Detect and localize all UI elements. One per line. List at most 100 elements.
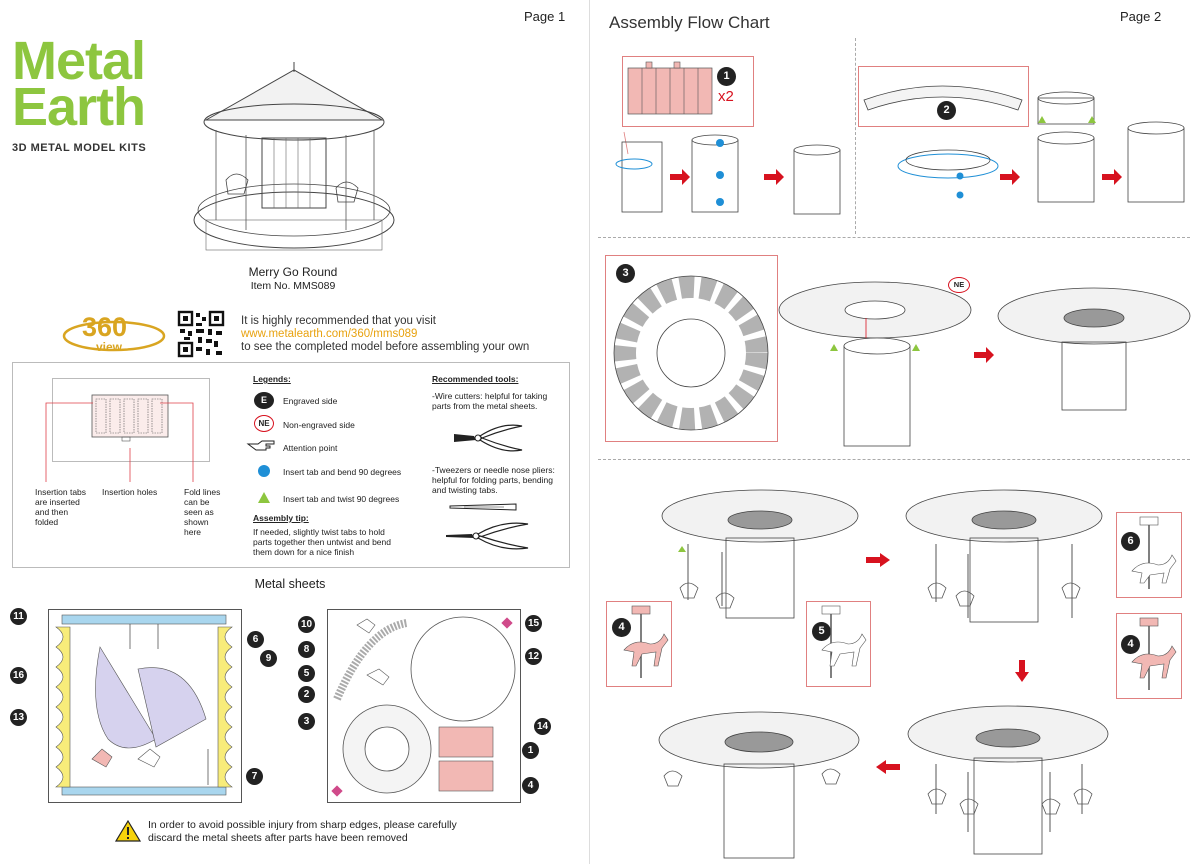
- step-6-carousel-drawing: [905, 489, 1103, 623]
- tool-wire-cutters-text: -Wire cutters: helpful for taking parts …: [432, 391, 548, 411]
- part-number-8: 8: [298, 641, 315, 658]
- tweezers-icon: [449, 503, 517, 511]
- tool-tweezers-text: -Tweezers or needle nose pliers: helpful…: [432, 465, 555, 495]
- part-number-9: 9: [260, 650, 277, 667]
- tools-title: Recommended tools:: [432, 374, 519, 384]
- page-divider: [589, 0, 590, 864]
- metal-sheet-1: [48, 609, 242, 803]
- legend-box: [12, 362, 570, 568]
- step-5-number: 5: [812, 622, 831, 641]
- visit-line-1: It is highly recommended that you visit: [241, 315, 436, 327]
- wire-cutters-icon: [454, 424, 523, 452]
- metal-sheet-2: [327, 609, 521, 803]
- non-engraved-side-icon: NE: [254, 415, 274, 432]
- callout-insertion-tabs: Insertion tabs are inserted and then fol…: [35, 487, 87, 527]
- step-1-part-box: [622, 56, 754, 127]
- metal-sheet-1-parts: [55, 614, 233, 796]
- view-360-ring-icon: [62, 320, 166, 352]
- blue-dot-icon: [258, 465, 270, 477]
- needle-nose-pliers-icon: [446, 522, 529, 550]
- part-number-15: 15: [525, 615, 542, 632]
- sample-part-frame: [52, 378, 210, 462]
- step-4-number-right: 4: [1121, 635, 1140, 654]
- view-360-number: 360: [82, 312, 128, 342]
- row-separator-1: [598, 237, 1190, 238]
- visit-instructions: It is highly recommended that you visit …: [241, 315, 566, 354]
- part-number-2: 2: [298, 686, 315, 703]
- assembly-tip-title: Assembly tip:: [253, 513, 309, 523]
- warning-line-1: In order to avoid possible injury from s…: [148, 819, 457, 831]
- part-number-12: 12: [525, 648, 542, 665]
- legend-non-engraved: Non-engraved side: [283, 420, 355, 430]
- pink-horse-icon-left: [623, 605, 669, 678]
- part-number-11: 11: [10, 608, 27, 625]
- step-1-part-icon: [627, 61, 713, 115]
- part-number-13: 13: [10, 709, 27, 726]
- visit-url-link[interactable]: www.metalearth.com/360/mms089: [241, 328, 418, 340]
- assembly-tip-text: If needed, slightly twist tabs to hold p…: [253, 527, 391, 557]
- part-number-7: 7: [246, 768, 263, 785]
- warning-icon: [114, 819, 142, 842]
- part-number-10: 10: [298, 616, 315, 633]
- pointing-hand-icon: [246, 440, 275, 451]
- step-1-multiplier: x2: [718, 88, 734, 105]
- visit-line-3: to see the completed model before assemb…: [241, 341, 530, 353]
- step-4-part-box-left: [606, 601, 672, 687]
- final-carousel-left: [658, 711, 860, 859]
- step-1-number: 1: [717, 67, 736, 86]
- logo-subtitle: 3D METAL MODEL KITS: [12, 142, 147, 154]
- legend-twist-90: Insert tab and twist 90 degrees: [283, 494, 400, 504]
- callout-lines: [45, 402, 194, 482]
- step-4-part-box-right: [1116, 613, 1182, 699]
- assembly-flow-title: Assembly Flow Chart: [609, 13, 770, 32]
- step-2-part-box: [858, 66, 1029, 127]
- step-3-part-box: [605, 255, 778, 442]
- callout-insertion-holes: Insertion holes: [102, 487, 158, 497]
- part-number-5: 5: [298, 665, 315, 682]
- step-6-number: 6: [1121, 532, 1140, 551]
- metal-sheets-title: Metal sheets: [254, 577, 326, 591]
- page-2-label: Page 2: [1120, 9, 1162, 24]
- step-4-5-carousel-drawing: [661, 489, 859, 619]
- step-2-assembly-drawing: [897, 91, 1185, 203]
- warning-text: In order to avoid possible injury from s…: [148, 819, 548, 845]
- green-triangle-icon: [258, 492, 270, 503]
- legend-engraved: Engraved side: [283, 396, 338, 406]
- sample-part-icon: [91, 394, 169, 442]
- brand-logo: Metal Earth: [12, 34, 146, 137]
- part-number-1: 1: [522, 742, 539, 759]
- step-2-part-icon: [863, 85, 1023, 111]
- step-arrow-right: [866, 553, 890, 567]
- step-3-number: 3: [616, 264, 635, 283]
- callout-fold-lines: Fold lines can be seen as shown here: [184, 487, 221, 537]
- view-360-word: view: [96, 340, 123, 354]
- non-engraved-marker-icon: NE: [948, 277, 970, 293]
- final-carousel-right: [907, 705, 1109, 855]
- carousel-illustration: [193, 62, 395, 251]
- part-number-16: 16: [10, 667, 27, 684]
- view-360-badge[interactable]: 360 view: [62, 312, 166, 356]
- row-separator-2: [598, 459, 1190, 460]
- model-item-number: Item No. MMS089: [250, 280, 336, 292]
- row1-divider: [855, 38, 856, 234]
- step-6-part-box: [1116, 512, 1182, 598]
- step-4-number-left: 4: [612, 618, 631, 637]
- white-horse-icon-step-6: [1131, 516, 1177, 589]
- legend-bend-90: Insert tab and bend 90 degrees: [283, 467, 402, 477]
- part-number-3: 3: [298, 713, 315, 730]
- legends-title: Legends:: [253, 374, 291, 384]
- logo-line-2: Earth: [12, 77, 146, 137]
- part-number-4: 4: [522, 777, 539, 794]
- step-5-part-box: [806, 601, 871, 687]
- metal-sheet-2-parts: [331, 616, 516, 797]
- step-arrow-left: [876, 760, 900, 774]
- engraved-side-icon: E: [254, 392, 274, 409]
- step-3-assembly-drawing: [778, 281, 1191, 447]
- part-number-14: 14: [534, 718, 551, 735]
- step-arrow-down: [1015, 660, 1029, 682]
- step-1-assembly-drawing: [615, 131, 841, 215]
- white-horse-icon-step-5: [821, 605, 867, 678]
- qr-code-icon[interactable]: [177, 310, 225, 358]
- step-2-number: 2: [937, 101, 956, 120]
- step-3-disc-part-icon: [613, 275, 769, 431]
